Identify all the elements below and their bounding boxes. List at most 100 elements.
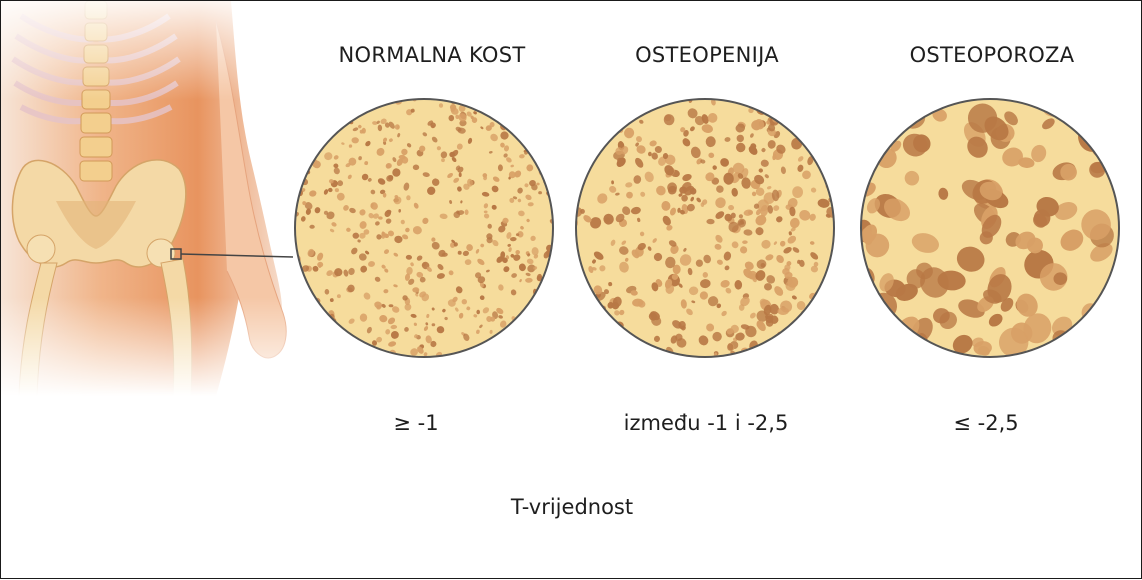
pore xyxy=(595,314,608,327)
pore xyxy=(413,165,419,171)
pore xyxy=(293,159,298,167)
pore xyxy=(574,167,579,177)
pore xyxy=(309,99,313,102)
pore xyxy=(821,113,831,122)
pore xyxy=(604,98,612,106)
pore xyxy=(485,103,491,107)
pore xyxy=(519,122,529,130)
pore xyxy=(305,132,312,139)
pore xyxy=(574,135,579,144)
pore xyxy=(859,295,884,320)
pore xyxy=(523,317,529,323)
t-value-osteopenia: između -1 i -2,5 xyxy=(581,411,831,435)
pore xyxy=(301,164,308,172)
pore xyxy=(520,327,524,331)
pore xyxy=(549,287,555,292)
pore xyxy=(859,331,888,359)
pore xyxy=(293,175,296,179)
pore xyxy=(495,105,500,110)
pore xyxy=(592,100,604,109)
pore xyxy=(300,292,305,297)
pore xyxy=(295,166,299,169)
pore xyxy=(300,289,310,299)
pore xyxy=(885,324,900,342)
pore xyxy=(768,341,778,349)
pore xyxy=(523,99,530,105)
pore xyxy=(508,349,518,359)
pore xyxy=(603,316,610,324)
pore xyxy=(826,134,836,145)
pore xyxy=(600,323,611,333)
pore xyxy=(809,132,814,138)
bone-normal-circle xyxy=(293,97,555,359)
pore xyxy=(814,348,829,359)
pore xyxy=(307,341,316,349)
pore xyxy=(299,283,304,288)
pore xyxy=(603,326,608,333)
pore xyxy=(823,336,827,341)
pore xyxy=(323,123,330,130)
pore xyxy=(600,117,613,130)
pore xyxy=(511,352,521,359)
pore xyxy=(462,97,473,103)
pore xyxy=(574,122,585,133)
pore xyxy=(548,104,555,110)
bone-texture xyxy=(293,97,555,359)
pore xyxy=(540,151,544,155)
pore xyxy=(295,155,299,158)
human-pelvis-illustration xyxy=(1,1,301,396)
pore xyxy=(293,145,301,152)
pore xyxy=(478,347,487,356)
pore xyxy=(344,342,353,351)
pore xyxy=(886,101,914,129)
pore xyxy=(825,99,835,109)
pore xyxy=(337,102,343,108)
t-value-osteoporosis: ≤ -2,5 xyxy=(871,411,1101,435)
pore xyxy=(820,102,827,111)
pore xyxy=(608,324,615,332)
pore xyxy=(545,112,553,120)
bone-osteopenia-circle xyxy=(574,97,836,359)
pore xyxy=(862,311,880,328)
t-value-axis-label: T-vrijednost xyxy=(1,495,1142,519)
pore xyxy=(1089,100,1109,118)
pore xyxy=(334,342,340,348)
pore xyxy=(1066,333,1079,349)
pore xyxy=(534,116,539,122)
pore xyxy=(467,97,472,101)
pore xyxy=(859,97,882,118)
pore xyxy=(588,341,595,349)
pore xyxy=(818,353,831,359)
pore xyxy=(296,323,305,332)
pore xyxy=(574,107,585,122)
pore xyxy=(823,328,833,339)
pore xyxy=(803,329,809,335)
pore xyxy=(339,336,343,342)
pore xyxy=(303,128,312,137)
pore xyxy=(527,353,534,359)
pore xyxy=(588,113,594,118)
pore xyxy=(297,282,307,291)
pore xyxy=(599,97,609,107)
pore xyxy=(578,110,584,119)
pore xyxy=(294,286,300,291)
pore xyxy=(897,97,915,107)
pore xyxy=(528,312,537,321)
pore xyxy=(1088,99,1112,123)
pore xyxy=(635,348,649,359)
pore xyxy=(537,309,542,313)
pore xyxy=(548,105,555,115)
t-value-normal: ≥ -1 xyxy=(301,411,531,435)
bone-osteoporosis-circle xyxy=(859,97,1121,359)
pore xyxy=(824,115,833,124)
pore xyxy=(804,343,815,354)
pore xyxy=(534,122,541,129)
pore xyxy=(320,121,327,129)
pore xyxy=(574,143,577,148)
pore xyxy=(543,171,547,176)
pore xyxy=(519,338,530,349)
pore xyxy=(810,312,818,320)
pore xyxy=(537,149,543,155)
pore xyxy=(298,345,302,349)
pore xyxy=(308,315,316,324)
